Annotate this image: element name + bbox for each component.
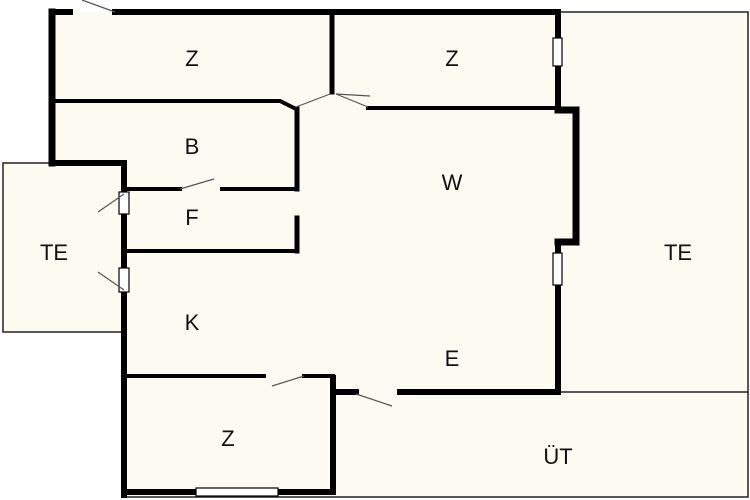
door-swing-e: [355, 393, 393, 407]
terrace-right-floor: [560, 12, 748, 392]
label-room-e: E: [445, 346, 460, 371]
wall-left-step: [49, 160, 127, 195]
label-room-b: B: [185, 134, 200, 159]
door-swing-f: [97, 193, 125, 213]
wall-z1-bottom: [50, 99, 299, 112]
window-left-te-lower: [118, 267, 130, 293]
door-swings: [81, 0, 393, 407]
label-room-f: F: [185, 205, 198, 230]
label-room-z1: Z: [185, 46, 198, 71]
label-room-k: K: [185, 310, 200, 335]
door-swing-k: [97, 271, 125, 291]
door-swing-z2: [335, 93, 369, 108]
window-z2-right: [552, 37, 563, 67]
room-labels: Z Z B W F TE TE K E Z ÜT: [40, 46, 692, 469]
thin-outlines: [2, 11, 749, 498]
label-room-z3: Z: [221, 426, 234, 451]
door-swing-top: [81, 0, 116, 13]
window-left-te-upper: [118, 191, 130, 215]
window-w-right: [552, 252, 563, 286]
wall-right-bay: [554, 106, 580, 246]
label-room-te-right: TE: [664, 240, 692, 265]
window-z3-bottom: [195, 487, 279, 497]
terrace-left-outline: [2, 162, 124, 333]
door-swing-z3: [271, 375, 305, 387]
walls: [48, 8, 580, 498]
door-swing-b: [179, 178, 215, 190]
windows: [118, 37, 563, 497]
terrace-right-outline: [558, 11, 749, 393]
door-swing-z1: [295, 93, 331, 108]
label-room-w: W: [442, 170, 463, 195]
outdoor-outline: [124, 392, 749, 498]
label-room-te-left: TE: [40, 240, 68, 265]
label-room-ut: ÜT: [543, 444, 572, 469]
door-swing-z2-b: [335, 93, 371, 97]
label-room-z2: Z: [445, 46, 458, 71]
